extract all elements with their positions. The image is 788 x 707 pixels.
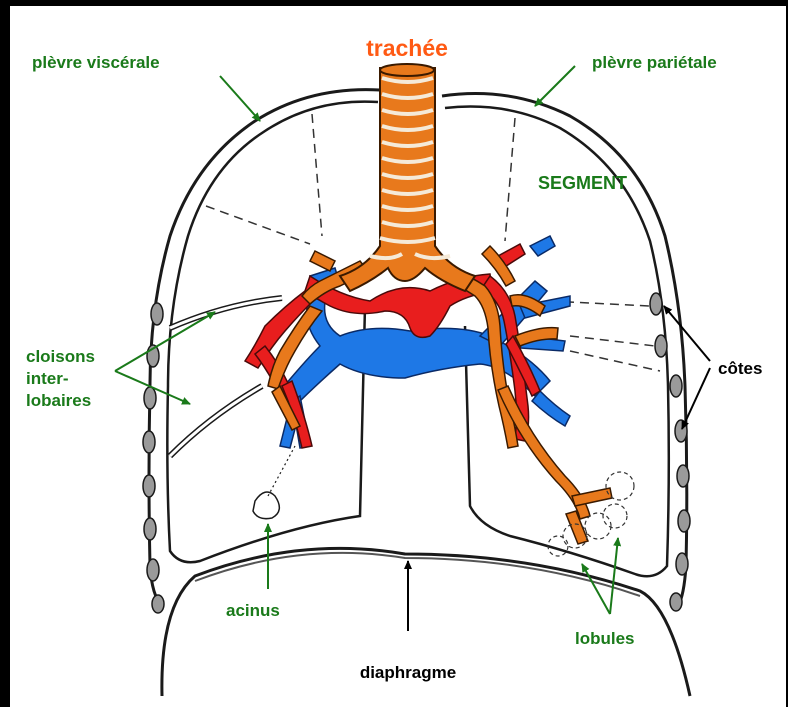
acinus-shape <box>253 492 279 519</box>
trachea <box>340 64 475 291</box>
label-septa-line1: cloisons <box>26 347 95 366</box>
label-ribs: côtes <box>718 359 762 378</box>
label-diaphragm: diaphragme <box>360 663 456 682</box>
label-segment: SEGMENT <box>538 173 627 193</box>
lung-diagram: trachée plèvre viscérale plèvre pariétal… <box>10 6 786 707</box>
label-parietal-pleura: plèvre pariétale <box>592 53 717 72</box>
left-ribs <box>143 303 164 613</box>
diagram-frame: trachée plèvre viscérale plèvre pariétal… <box>10 6 786 707</box>
label-septa-line3: lobaires <box>26 391 91 410</box>
label-septa-line2: inter- <box>26 369 69 388</box>
label-trachea: trachée <box>366 35 448 61</box>
label-acinus: acinus <box>226 601 280 620</box>
label-visceral-pleura: plèvre viscérale <box>32 53 160 72</box>
label-lobules: lobules <box>575 629 635 648</box>
